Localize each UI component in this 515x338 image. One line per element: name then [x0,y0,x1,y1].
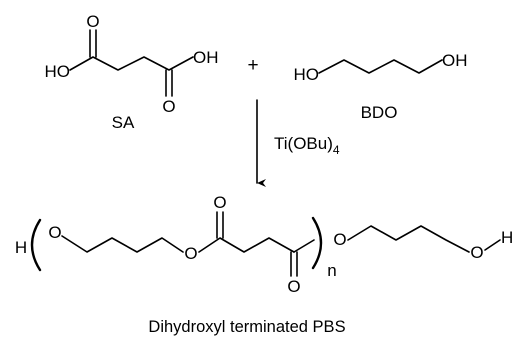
pbs-butylene-chain-2 [347,225,470,253]
bdo-label: BDO [361,103,398,122]
pbs-bond-o-h-end [484,239,501,251]
pbs-atom-o-carbonyl-top: O [213,193,226,212]
bdo-atom-ho-left: HO [294,65,320,84]
succinic-acid-structure: O HO OH O SA [45,12,219,132]
pbs-atom-h-end: H [501,228,513,247]
pbs-atom-o-ester2: O [333,230,346,249]
pbs-bond-to-bracket [293,239,315,253]
pbs-atom-h-start: H [15,238,27,257]
bdo-carbon-chain [318,59,443,74]
sa-atom-o-top: O [86,12,99,31]
catalyst-label: Ti(OBu)4 [274,134,340,157]
bdo-atom-oh-right: OH [442,51,468,70]
repeat-unit-index: n [327,261,336,280]
sa-carbon-chain [69,56,194,71]
sa-label: SA [112,113,135,132]
plus-sign: + [247,55,258,76]
pbs-butylene-chain-1 [61,235,184,253]
pbs-atom-o1: O [48,223,61,242]
sa-atom-o-bottom: O [162,97,175,116]
product-caption: Dihydroxyl terminated PBS [148,318,345,336]
catalyst-main-text: Ti(OBu) [274,134,333,153]
catalyst-subscript: 4 [333,143,340,157]
sa-atom-oh-right: OH [193,48,219,67]
pbs-atom-o-end: O [470,243,483,262]
repeat-unit-close-bracket [311,216,323,270]
pbs-succinate-chain [198,237,295,253]
sa-atom-oh-left: HO [45,62,71,81]
pbs-atom-o-ester1: O [184,244,197,263]
pbs-product-structure: H O O O O n O O H [15,193,513,296]
butanediol-structure: HO OH BDO [294,51,468,122]
pbs-atom-o-carbonyl-bottom: O [287,277,300,296]
repeat-unit-open-bracket [30,218,42,272]
